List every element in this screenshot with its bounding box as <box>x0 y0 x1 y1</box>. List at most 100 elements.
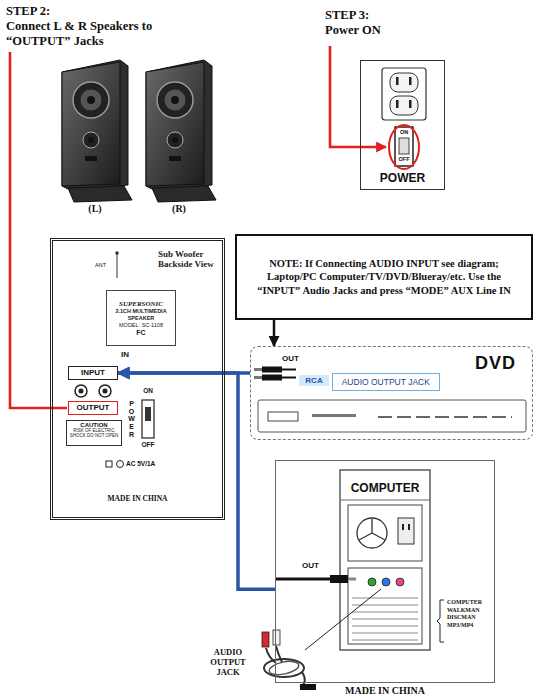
node-text: INPUT <box>69 367 117 378</box>
leader-line-part <box>305 589 381 650</box>
wall-outlet-part <box>382 68 426 120</box>
audio-cable-part <box>264 659 304 677</box>
input-jack-box: INPUT <box>68 366 118 380</box>
label-text: OFF <box>396 156 412 162</box>
speaker-left-part <box>73 82 109 118</box>
wall-outlet-part <box>409 100 412 108</box>
rca-plug-computer-part <box>276 578 330 581</box>
label-text: (L) <box>82 203 108 214</box>
subwoofer-switch-part <box>142 400 154 438</box>
label-text: COMPUTER WALKMAN DISCMAN MP3/MP4 <box>447 599 493 629</box>
speaker-left-part <box>83 132 99 148</box>
speaker-left-part <box>62 62 120 186</box>
node-text: OUTPUT <box>69 402 117 413</box>
audio-cable-part <box>268 659 300 677</box>
label-text: ON <box>396 129 412 135</box>
label-text: AC 5V/1A <box>126 460 186 467</box>
label-text: ANT <box>95 262 115 268</box>
label-text: MADE IN CHINA <box>60 494 215 503</box>
dvd-player <box>258 400 526 432</box>
label-text: POWER <box>128 400 135 438</box>
power-pointer <box>330 46 386 147</box>
rca-plug-dvd-part <box>282 377 296 379</box>
computer-tower <box>340 470 430 650</box>
output-jack-box: OUTPUT <box>68 401 118 415</box>
wall-outlet-part <box>390 73 418 92</box>
label-text: RCA <box>299 375 329 386</box>
label-text: ON <box>137 387 159 394</box>
speaker-right-part <box>146 62 204 186</box>
speaker-wire-leader <box>10 52 67 408</box>
note-box: NOTE: If Connecting AUDIO INPUT see diag… <box>235 234 533 320</box>
jack-circles <box>75 385 111 397</box>
speaker-right-part <box>169 156 181 161</box>
computer-box: COMPUTERMADE IN CHINA <box>275 460 495 683</box>
rca-plug-computer-part <box>330 575 348 583</box>
dvd-player-part <box>258 400 526 432</box>
rca-plug-dvd-part <box>262 367 282 373</box>
speaker-left-part <box>68 186 132 202</box>
jack-circles-part <box>75 385 87 397</box>
subwoofer-panel: SUPERSONIC2.1CH MULTIMEDIA SPEAKERMODEL:… <box>50 238 225 520</box>
node-text: SUPERSONIC <box>119 300 163 308</box>
rca-plug-dvd-part <box>254 376 262 379</box>
ac-socket-symbol <box>106 461 124 468</box>
computer-tower-part <box>396 578 404 586</box>
speaker-right-part <box>164 89 186 111</box>
audio-cable <box>262 630 316 690</box>
rca-plug-dvd-part <box>282 369 296 371</box>
speaker-right <box>146 60 216 202</box>
computer-tower-part <box>408 524 410 530</box>
computer-tower-part <box>398 518 414 544</box>
speaker-right-part <box>167 132 183 148</box>
rating-plate: SUPERSONIC2.1CH MULTIMEDIA SPEAKERMODEL:… <box>106 290 176 346</box>
antenna-symbol-part <box>115 251 119 255</box>
wall-outlet-part <box>396 100 399 108</box>
computer-tower-part <box>357 518 387 548</box>
speaker-left-part <box>88 137 94 143</box>
subwoofer-switch <box>142 400 154 438</box>
speaker-right-part <box>172 137 178 143</box>
label-text: OUT <box>282 354 308 363</box>
power-switch-part <box>395 127 413 166</box>
jack-circles-part <box>79 389 84 394</box>
computer-tower-part <box>340 470 430 650</box>
subwoofer-switch-part <box>145 407 151 421</box>
node-text: RISK OF ELECTRIC SHOCK DO NOT OPEN <box>69 428 119 438</box>
node-text: MODEL: SC-1108 <box>119 322 163 329</box>
node-text: 2.1CH MULTIMEDIA SPEAKER <box>109 308 173 321</box>
speaker-left <box>62 60 132 202</box>
jack-circles-part <box>103 389 108 394</box>
antenna-symbol <box>115 251 119 278</box>
rca-plug-computer <box>276 575 356 583</box>
rca-plug-dvd-part <box>254 368 262 371</box>
speaker-wire-leader-part <box>10 52 67 408</box>
bracket-part <box>437 600 444 642</box>
label-text: STEP 2: <box>6 4 166 19</box>
computer-tower-part <box>368 578 376 586</box>
node-text: NOTE: If Connecting AUDIO INPUT see diag… <box>247 257 521 296</box>
audio-cable-part <box>276 646 282 662</box>
node-text: POWER <box>361 171 444 185</box>
jack-circles-part <box>99 385 111 397</box>
wall-outlet <box>382 68 426 120</box>
node-text: AUDIO OUTPUT JACK <box>335 375 437 389</box>
wall-outlet-part <box>396 77 399 85</box>
node-text: CAUTION <box>69 422 119 428</box>
label-text: Power ON <box>325 23 445 38</box>
label-text: OFF <box>137 441 159 448</box>
computer-tower-part <box>359 519 385 540</box>
bracket <box>437 600 444 642</box>
label-text: STEP 3: <box>325 8 445 23</box>
speaker-right-part <box>171 96 179 104</box>
caution-label: CAUTIONRISK OF ELECTRIC SHOCK DO NOT OPE… <box>66 420 122 446</box>
audio-cable-part <box>300 684 316 690</box>
wall-outlet-part <box>409 77 412 85</box>
cable-connector <box>273 320 276 346</box>
power-panel: POWER <box>360 60 445 190</box>
cable-connector <box>118 373 275 589</box>
computer-tower-part <box>402 524 404 530</box>
power-switch-part <box>389 125 419 169</box>
